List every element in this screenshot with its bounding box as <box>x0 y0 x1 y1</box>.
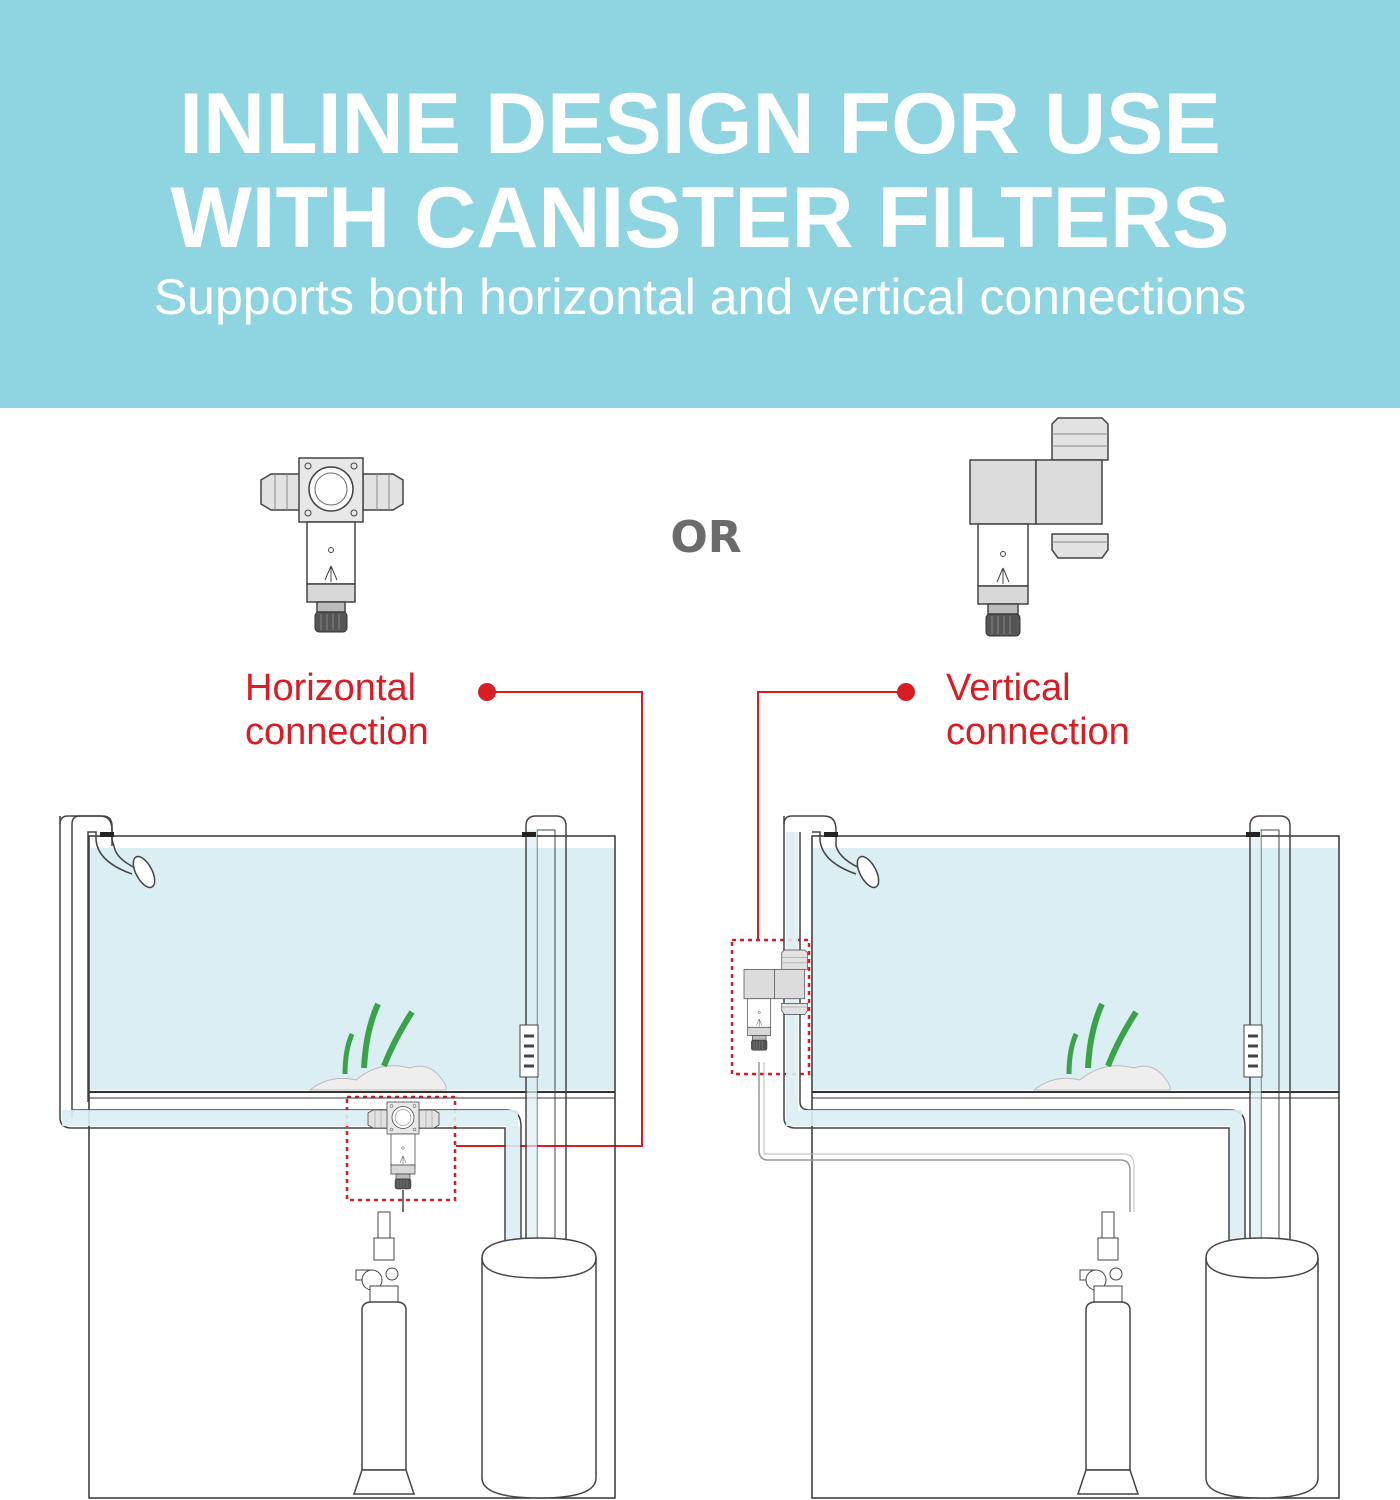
horizontal-callout-line <box>345 691 643 1202</box>
vertical-diffuser-illustration <box>969 417 1109 637</box>
vertical-setup <box>743 815 1340 1499</box>
vertical-label-line1: Vertical <box>946 667 1071 709</box>
page-title-line2: WITH CANISTER FILTERS <box>170 170 1230 266</box>
vertical-callout-line <box>730 691 906 1076</box>
vertical-connection-label: Vertical connection <box>946 666 1130 754</box>
vertical-callout-dot <box>897 683 915 701</box>
header-banner: INLINE DESIGN FOR USE WITH CANISTER FILT… <box>0 0 1400 408</box>
page-title-line1: INLINE DESIGN FOR USE <box>179 76 1221 172</box>
vertical-label-line2: connection <box>946 711 1130 753</box>
horizontal-label-line2: connection <box>245 711 429 753</box>
horizontal-setup <box>59 815 616 1499</box>
page-subtitle: Supports both horizontal and vertical co… <box>153 269 1247 325</box>
or-label: OR <box>670 512 742 563</box>
horizontal-connection-label: Horizontal connection <box>245 666 429 754</box>
horizontal-diffuser-illustration <box>260 457 404 633</box>
installation-diagram <box>59 417 1340 1499</box>
horizontal-callout-dot <box>478 683 496 701</box>
horizontal-label-line1: Horizontal <box>245 667 417 709</box>
